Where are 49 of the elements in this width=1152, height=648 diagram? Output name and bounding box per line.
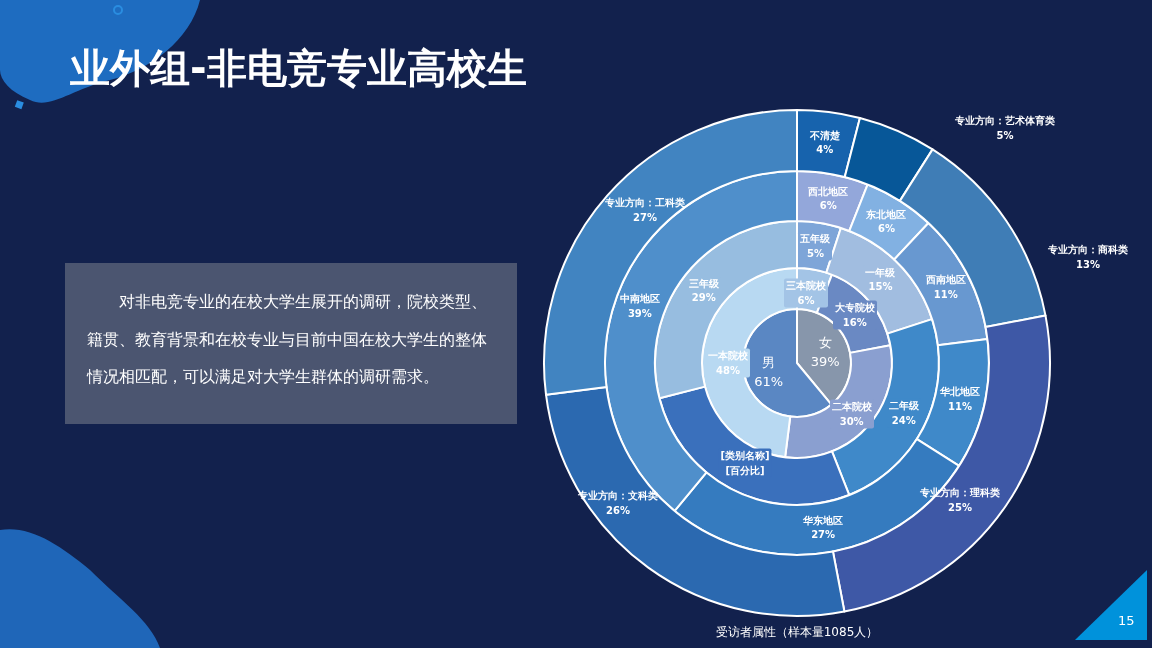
category-label: 三本院校 — [786, 278, 826, 293]
category-label: 五年级 — [800, 231, 831, 246]
category-label: [类别名称] — [720, 448, 770, 463]
value-label: 27% — [632, 210, 658, 224]
category-label: 三年级 — [688, 276, 719, 291]
category-label: 华北地区 — [939, 384, 980, 399]
slide-title: 业外组-非电竞专业高校生 — [70, 44, 527, 92]
category-label: 男 — [761, 354, 777, 373]
value-label: 6% — [796, 293, 816, 307]
text-panel — [65, 263, 517, 424]
value-label: 30% — [838, 414, 865, 429]
value-label: 11% — [932, 287, 959, 302]
page-number: 15 — [1118, 613, 1135, 628]
value-label: 15% — [867, 279, 894, 294]
value-label: 6% — [876, 222, 896, 236]
category-label: 专业方向：工科类 — [605, 195, 685, 210]
value-label: 48% — [715, 363, 741, 377]
value-label: 24% — [890, 413, 917, 428]
category-label: 东北地区 — [866, 207, 907, 222]
value-label: 4% — [815, 142, 835, 157]
category-label: 西南地区 — [925, 272, 966, 287]
category-label: 大专院校 — [834, 300, 875, 315]
value-label: 5% — [805, 246, 825, 261]
category-label: 华东地区 — [803, 513, 844, 528]
value-label: 11% — [947, 399, 973, 414]
value-label: [百分比] — [724, 463, 766, 478]
value-label: 26% — [605, 503, 631, 517]
category-label: 专业方向：商科类 — [1048, 242, 1128, 257]
category-label: 二本院校 — [831, 399, 872, 414]
value-label: 6% — [818, 198, 838, 213]
category-label: 一本院校 — [708, 348, 748, 363]
category-label: 中南地区 — [619, 291, 660, 306]
category-label: 一年级 — [865, 265, 896, 280]
value-label: 27% — [810, 527, 837, 542]
category-label: 西北地区 — [808, 184, 849, 199]
value-label: 29% — [690, 290, 717, 305]
value-label: 61% — [754, 373, 784, 392]
value-label: 5% — [995, 128, 1015, 142]
category-label: 女 — [817, 334, 833, 352]
value-label: 39% — [626, 306, 653, 321]
value-label: 13% — [1075, 257, 1101, 271]
category-label: 专业方向：艺术体育类 — [955, 113, 1055, 128]
value-label: 25% — [947, 500, 973, 514]
value-label: 16% — [841, 315, 868, 330]
category-label: 不清楚 — [809, 128, 840, 143]
category-label: 二年级 — [888, 398, 919, 413]
chart-caption: 受访者属性（样本量1085人） — [715, 624, 879, 641]
paragraph: 对非电竞专业的在校大学生展开的调研，院校类型、籍贯、教育背景和在校专业与目前中国在校大学生的整体情况相匹配，可以满足对大学生群体的调研需求。 — [87, 291, 488, 389]
value-label: 39% — [810, 352, 840, 371]
